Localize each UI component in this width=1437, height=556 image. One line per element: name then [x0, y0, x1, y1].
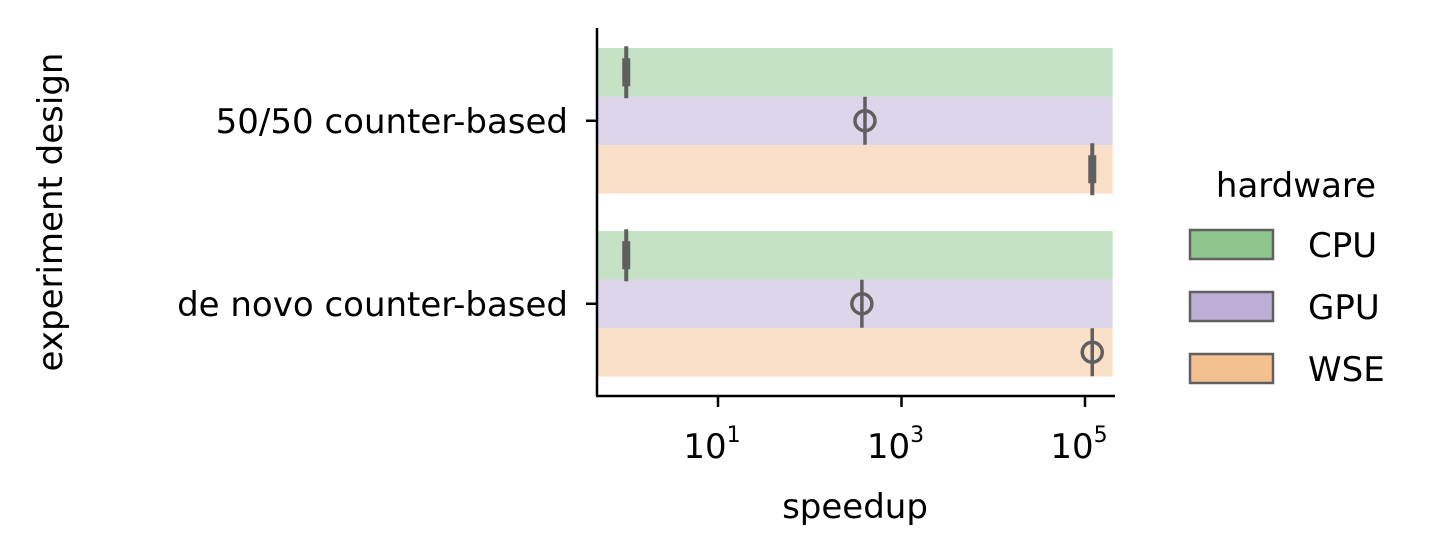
point-gpu-2: [850, 292, 874, 316]
legend-swatch-cpu: [1188, 228, 1275, 261]
bar-cpu-1: [597, 48, 1113, 97]
x-tick-label-3: 105: [1050, 423, 1107, 467]
legend: hardware CPU GPU WSE: [1188, 166, 1385, 390]
point-gpu-1: [853, 109, 877, 133]
x-tick-label-1: 101: [683, 423, 740, 467]
point-cpu-2: [622, 241, 631, 270]
point-wse-2: [1080, 340, 1105, 364]
legend-label-cpu: CPU: [1308, 226, 1377, 266]
point-cpu-1: [622, 58, 631, 87]
legend-label-wse: WSE: [1308, 350, 1385, 390]
x-tick-label-2: 103: [867, 423, 924, 467]
bar-wse-1: [597, 145, 1113, 194]
legend-label-gpu: GPU: [1308, 288, 1380, 328]
y-tick-label-1: 50/50 counter-based: [216, 102, 568, 142]
bar-wse-2: [597, 328, 1113, 377]
x-ticks: 101 103 105: [683, 396, 1108, 467]
y-axis-label: experiment design: [31, 53, 71, 372]
legend-title: hardware: [1216, 166, 1376, 206]
axes: [595, 28, 1115, 398]
bar-cpu-2: [597, 231, 1113, 280]
x-axis-label: speedup: [782, 487, 928, 527]
bars-layer: [597, 48, 1113, 377]
y-ticks: 50/50 counter-based de novo counter-based: [177, 102, 597, 325]
point-wse-1: [1088, 155, 1097, 184]
legend-swatch-wse: [1188, 352, 1275, 385]
legend-swatch-gpu: [1188, 290, 1275, 323]
bar-gpu-2: [597, 279, 1113, 328]
y-tick-label-2: de novo counter-based: [177, 285, 568, 325]
markers-layer: [622, 46, 1105, 377]
